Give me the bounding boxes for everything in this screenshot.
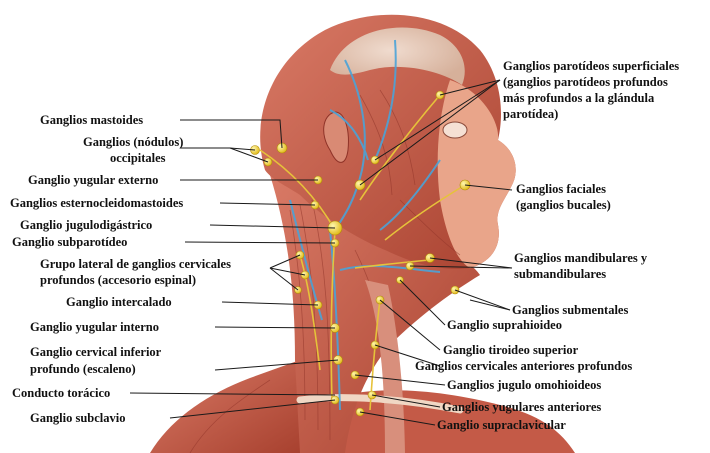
label-ant-jugular: Ganglios yugulares anteriores <box>442 400 601 414</box>
label-mandibular-2: submandibulares <box>514 267 606 281</box>
eye <box>443 122 467 138</box>
label-parotid-2: (ganglios parotídeos profundos <box>503 75 668 89</box>
label-facial-2: (ganglios bucales) <box>516 198 611 212</box>
label-subparotid: Ganglio subparotídeo <box>12 235 127 249</box>
label-subclavian: Ganglio subclavio <box>30 411 126 425</box>
label-parotid-1: Ganglios parotídeos superficiales <box>503 59 679 73</box>
label-lateral-group-2: profundos (accesorio espinal) <box>40 273 196 287</box>
label-inferior-cervical-1: Ganglio cervical inferior <box>30 345 162 359</box>
label-ant-cervical-deep: Ganglios cervicales anteriores profundos <box>415 359 632 373</box>
label-intercalated: Ganglio intercalado <box>66 295 172 309</box>
label-facial-1: Ganglios faciales <box>516 182 606 196</box>
label-parotid-4: parotídea) <box>503 107 558 121</box>
label-occipital-1: Ganglios (nódulos) <box>83 135 183 149</box>
label-jugulodigastric: Ganglio jugulodigástrico <box>20 218 152 232</box>
label-lateral-group-1: Grupo lateral de ganglios cervicales <box>40 257 231 271</box>
label-scm: Ganglios esternocleidomastoides <box>10 196 183 210</box>
label-parotid-3: más profundos a la glándula <box>503 91 655 105</box>
label-submental: Ganglios submentales <box>512 303 628 317</box>
label-inferior-cervical-2: profundo (escaleno) <box>30 362 136 376</box>
label-jugulo-omohyoid: Ganglios jugulo omohioideos <box>447 378 601 392</box>
label-thoracic-duct: Conducto torácico <box>12 386 110 400</box>
label-mastoid: Ganglios mastoides <box>40 113 143 127</box>
label-mandibular-1: Ganglios mandibulares y <box>514 251 648 265</box>
label-thyroid-sup: Ganglio tiroideo superior <box>443 343 579 357</box>
labels-left: Ganglios mastoides Ganglios (nódulos) oc… <box>10 113 231 425</box>
label-suprahyoid: Ganglio suprahioideo <box>447 318 562 332</box>
label-supraclavicular: Ganglio supraclavicular <box>437 418 566 432</box>
label-external-jugular: Ganglio yugular externo <box>28 173 158 187</box>
label-internal-jugular: Ganglio yugular interno <box>30 320 159 334</box>
label-occipital-2: occipitales <box>110 151 166 165</box>
